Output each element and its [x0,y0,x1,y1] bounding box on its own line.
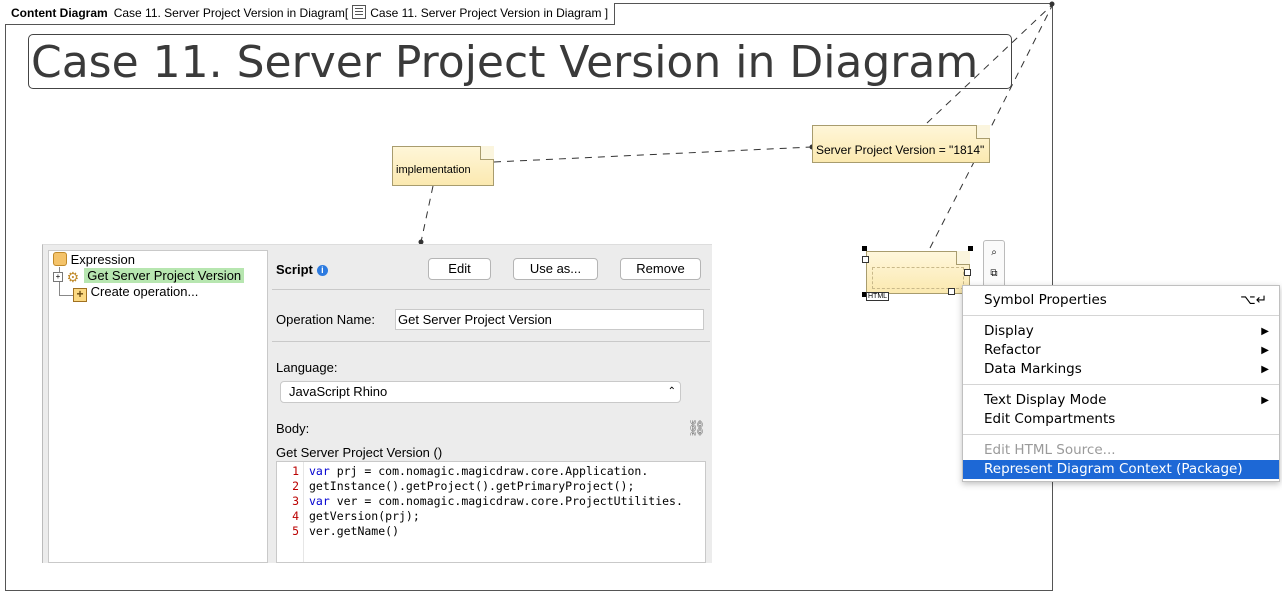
menu-item-refactor[interactable]: Refactor ▶ [963,341,1279,360]
menu-item-text-display-mode[interactable]: Text Display Mode ▶ [963,391,1279,410]
diagram-icon [352,5,367,19]
diagram-name: Case 11. Server Project Version in Diagr… [113,6,345,20]
language-label: Language: [276,360,338,375]
note-server-project-version[interactable]: Server Project Version = "1814" [812,125,990,163]
note-implementation-text: implementation [396,164,471,176]
chevron-updown-icon: ⌃ [667,386,676,397]
submenu-arrow-icon: ▶ [1261,326,1269,337]
expression-tree: Expression + ⚙ Get Server Project Versio… [48,250,268,563]
menu-item-edit-compartments[interactable]: Edit Compartments [963,410,1279,429]
menu-item-label: Edit Compartments [984,411,1116,427]
zoom-icon[interactable]: ⌕ [991,247,997,258]
clipboard-icon[interactable]: ⧉ [990,268,998,279]
tree-item-operation[interactable]: + ⚙ Get Server Project Version [53,268,245,285]
add-icon: + [73,288,87,302]
expand-toggle-icon[interactable]: + [53,272,63,282]
connector-impl-to-script [420,185,434,243]
menu-item-label: Refactor [984,342,1041,358]
note-html-selected[interactable] [866,251,970,294]
note-server-project-version-text: Server Project Version = "1814" [816,143,985,157]
gear-icon: ⚙ [66,269,80,285]
menu-item-label: Data Markings [984,361,1082,377]
resize-handle[interactable] [964,269,971,276]
divider [272,341,710,342]
tree-item-expression-label: Expression [70,252,135,267]
diagram-frame-header: Content Diagram Case 11. Server Project V… [5,3,616,25]
context-menu: Symbol Properties ⌥↵ Display▶ Refactor▶ … [962,285,1280,482]
note-fold-corner [956,251,970,265]
connector-html-to-version [929,159,976,249]
submenu-arrow-icon: ▶ [1261,345,1269,356]
smart-manipulator-toolbar: ⌕ ⧉ [983,240,1005,290]
resize-handle[interactable] [948,288,955,295]
connector-end-dot [418,239,424,245]
menu-item-symbol-properties[interactable]: Symbol Properties ⌥↵ [963,291,1279,310]
menu-item-label: Display [984,323,1034,339]
menu-item-label: Text Display Mode [984,392,1107,408]
operation-name-field[interactable]: Get Server Project Version [395,309,704,330]
menu-item-label: Edit HTML Source... [984,442,1116,458]
tree-item-operation-label: Get Server Project Version [84,268,245,283]
selection-handle[interactable] [968,246,973,251]
menu-item-data-markings[interactable]: Data Markings ▶ [963,360,1279,379]
title-box[interactable] [28,34,1012,89]
connector-end-dot [1049,1,1055,7]
diagram-title: Case 11. Server Project Version in Diagr… [31,37,979,88]
tree-item-create-operation[interactable]: + Create operation... [73,284,199,302]
note-fold-corner [976,125,990,139]
language-select-value: JavaScript Rhino [289,384,388,399]
submenu-arrow-icon: ▶ [1261,395,1269,406]
note-fold-corner [480,146,494,160]
use-as-button[interactable]: Use as... [513,258,598,280]
connector-impl-to-version [493,146,813,163]
link-icon[interactable]: ⛓ [687,420,707,437]
info-icon[interactable]: i [316,265,328,276]
menu-item-represent-diagram-context[interactable]: Represent Diagram Context (Package) [963,460,1279,479]
operation-signature: Get Server Project Version () [276,445,443,460]
note-implementation[interactable]: implementation [392,146,494,186]
resize-handle[interactable] [862,256,869,263]
submenu-arrow-icon: ▶ [1261,364,1269,375]
language-select[interactable]: JavaScript Rhino ⌃ [280,381,681,403]
diagram-context-name: Case 11. Server Project Version in Diagr… [370,6,602,20]
diagram-kind: Content Diagram [11,6,108,20]
menu-item-label: Symbol Properties [984,292,1107,308]
script-heading-text: Script [276,262,313,277]
tree-item-create-label: Create operation... [90,284,199,299]
remove-button[interactable]: Remove [620,258,701,280]
divider [272,289,710,290]
selection-handle[interactable] [862,246,867,251]
selection-handle[interactable] [862,292,867,297]
html-note-content-area [872,267,964,289]
menu-item-edit-html-source: Edit HTML Source... [963,441,1279,460]
connector-version-to-frame [926,3,1054,124]
body-label: Body: [276,421,310,436]
shortcut-label: ⌥↵ [1240,292,1267,308]
html-badge: HTML [866,292,890,301]
tree-item-expression[interactable]: Expression [53,252,135,268]
operation-name-label: Operation Name: [276,312,375,327]
menu-separator [963,315,1279,316]
menu-separator [963,384,1279,385]
menu-item-display[interactable]: Display ▶ [963,322,1279,341]
expression-icon [53,252,67,266]
edit-button[interactable]: Edit [428,258,491,280]
menu-separator [963,434,1279,435]
menu-item-label: Represent Diagram Context (Package) [984,461,1243,477]
